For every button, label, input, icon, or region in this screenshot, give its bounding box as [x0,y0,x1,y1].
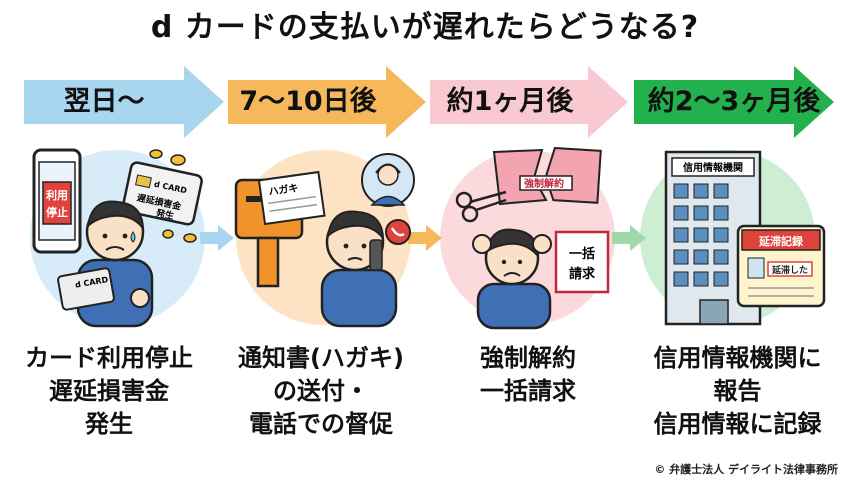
step-4-desc-line-2: 報告 [713,377,762,405]
step-3-desc-line-1: 強制解約 [480,344,576,372]
step-2-description: 通知書(ハガキ) の送付・ 電話での督促 [216,342,426,441]
bill-line-1: 一括 [569,246,595,262]
step-1-desc-line-3: 発生 [85,410,133,438]
phone-sign-line-1: 利用 [46,188,68,202]
record-title: 延滞記録 [758,234,804,248]
step-3-description: 強制解約 一括請求 [428,342,628,408]
copyright: © 弁護士法人 デイライト法律事務所 [654,463,838,476]
phone-ringing-icon [385,219,411,245]
step-1-desc-line-2: 遅延損害金 [49,377,169,405]
record-document-icon [736,224,826,308]
worried-person-icon [57,200,154,328]
building-sign: 信用情報機関 [683,161,743,174]
step-1-desc-line-1: カード利用停止 [25,344,193,372]
stamp-label: 強制解約 [524,177,564,190]
step-4-label: 約2〜3ヶ月後 [647,86,821,117]
operator-icon [361,153,415,207]
step-2-label: 7〜10日後 [239,86,377,117]
head-holding-person-icon [472,228,552,330]
postcard-icon [257,170,326,226]
card-icon [121,161,203,226]
step-1-label: 翌日〜 [63,86,145,117]
bill-icon [554,230,610,294]
step-4-desc-line-1: 信用情報機関に [653,344,822,372]
page-title: d カードの支払いが遅れたらどうなる? [150,10,700,45]
card-notice-line-2: 発生 [154,207,175,223]
step-2-desc-line-3: 電話での督促 [249,410,393,438]
phone-sign-line-2: 停止 [46,205,68,219]
step-1-description: カード利用停止 遅延損害金 発生 [4,342,214,441]
step-2-desc-line-1: 通知書(ハガキ) [238,344,404,372]
step-3-desc-line-2: 一括請求 [480,377,576,405]
cut-card-icon [492,147,602,206]
step-3-label: 約1ヶ月後 [446,86,574,117]
person-on-phone-icon [320,210,398,328]
step-2-desc-line-2: の送付・ [273,377,369,405]
step-4-description: 信用情報機関に 報告 信用情報に記録 [630,342,845,441]
phone-icon [32,148,82,254]
record-badge: 延滞した [771,264,808,276]
bill-line-2: 請求 [569,266,596,282]
postcard-label: ハガキ [268,181,300,198]
scissors-icon [455,190,507,223]
step-4-desc-line-3: 信用情報に記録 [653,410,822,438]
